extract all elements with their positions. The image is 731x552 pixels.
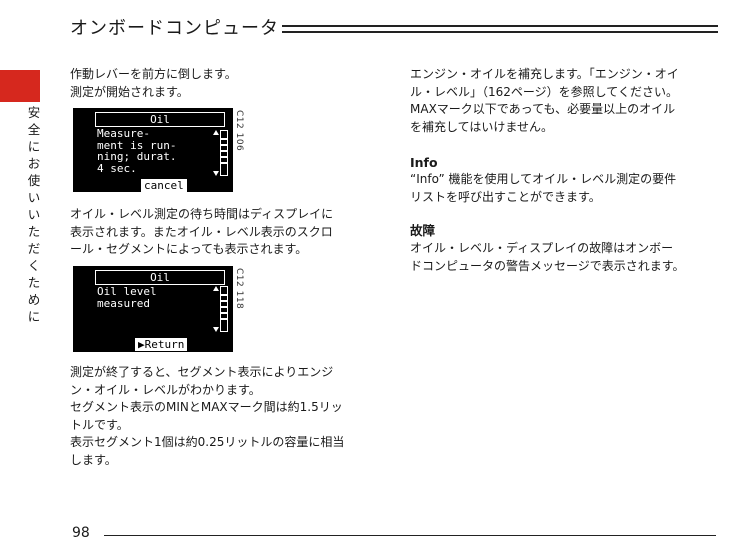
- gauge-frame: [220, 286, 228, 332]
- text-line: セグメント表示のMINとMAXマーク間は約1.5リッ: [70, 400, 343, 414]
- section-tab-char: 使: [27, 173, 41, 188]
- text-line: ドコンピュータの警告メッセージで表示されます。: [410, 258, 685, 273]
- text-line: ール・セグメントによっても表示されます。: [70, 242, 308, 256]
- paragraph-info: “Info” 機能を使用してオイル・レベル測定の要件 リストを呼び出すことができ…: [410, 171, 720, 206]
- section-tab-char: お: [27, 156, 41, 171]
- cancel-button[interactable]: cancel: [141, 179, 187, 192]
- section-tab-char: め: [27, 292, 41, 307]
- paragraph-add-oil: エンジン・オイルを補充します。「エンジン・オイ ル・レベル」（162ページ）を参…: [410, 66, 720, 136]
- section-tab-char: 全: [27, 122, 41, 137]
- paragraph-wait-time: オイル・レベル測定の待ち時間はディスプレイに 表示されます。またオイル・レベル表…: [70, 206, 380, 259]
- text-line: 表示セグメント1個は約0.25リットルの容量に相当: [70, 435, 345, 449]
- text-line: 測定が開始されます。: [70, 84, 189, 99]
- text-line: 作動レバーを前方に倒します。: [70, 67, 237, 81]
- section-tab-char: に: [27, 309, 41, 324]
- display-title: Oil: [95, 112, 225, 127]
- text-line: 表示されます。またオイル・レベル表示のスクロ: [70, 224, 333, 239]
- section-tab-marker: [0, 70, 40, 102]
- section-tab-char: に: [27, 139, 41, 154]
- gauge-segment: [221, 156, 227, 158]
- paragraph-start-measurement: 作動レバーを前方に倒します。 測定が開始されます。: [70, 66, 380, 101]
- gauge-segment: [221, 138, 227, 140]
- max-mark-icon: [213, 130, 219, 135]
- gauge-segment: [221, 300, 227, 302]
- text-line: オイル・レベル測定の待ち時間はディスプレイに: [70, 207, 334, 221]
- section-tab-char: た: [27, 224, 41, 239]
- text-line: ン・オイル・レベルがわかります。: [70, 382, 261, 397]
- section-tab-char: だ: [27, 241, 41, 256]
- gauge-frame: [220, 130, 228, 176]
- gauge-segment: [221, 162, 227, 164]
- text-line: 測定が終了すると、セグメント表示によりエンジ: [70, 365, 334, 379]
- figure-code: C12 118: [234, 268, 244, 310]
- display-screen-measuring: Oil Measure- ment is run- ning; durat. 4…: [73, 108, 233, 192]
- gauge-segment: [221, 312, 227, 314]
- footer-rule: [104, 535, 716, 536]
- section-tab-char: た: [27, 275, 41, 290]
- text-line: MAXマーク以下であっても、必要量以上のオイル: [410, 102, 676, 116]
- text-line: ル・レベル」（162ページ）を参照してください。: [410, 84, 678, 99]
- oil-level-gauge-icon: [213, 286, 228, 332]
- return-button[interactable]: ▶Return: [135, 338, 188, 351]
- section-tab-label: 安 全 に お 使 い い た だ く た め に: [26, 104, 42, 325]
- text-line: します。: [70, 452, 117, 467]
- display-message: Oil level measured: [97, 285, 157, 310]
- text-line: トルです。: [70, 417, 129, 432]
- min-mark-icon: [213, 171, 219, 176]
- section-tab-char: い: [27, 190, 41, 205]
- section-tab-char: い: [27, 207, 41, 222]
- text-line: エンジン・オイルを補充します。「エンジン・オイ: [410, 67, 679, 81]
- display-message: Measure- ment is run- ning; durat. 4 sec…: [97, 127, 177, 175]
- page-title: オンボードコンピュータ: [70, 18, 279, 39]
- text-line: “Info” 機能を使用してオイル・レベル測定の要件: [410, 172, 677, 186]
- display-title: Oil: [95, 270, 225, 285]
- header-rule: [282, 25, 718, 33]
- figure-code: C12 106: [234, 110, 244, 152]
- section-tab-char: く: [27, 258, 41, 273]
- max-mark-icon: [213, 286, 219, 291]
- text-line: オイル・レベル・ディスプレイの故障はオンボー: [410, 241, 674, 255]
- section-tab-char: 安: [27, 105, 41, 120]
- gauge-segment: [221, 150, 227, 152]
- info-heading: Info: [410, 155, 438, 170]
- gauge-segment: [221, 306, 227, 308]
- min-mark-icon: [213, 327, 219, 332]
- text-line: を補充してはいけません。: [410, 119, 554, 134]
- oil-level-gauge-icon: [213, 130, 228, 176]
- display-screen-measured: Oil Oil level measured ▶Return: [73, 266, 233, 352]
- gauge-segment: [221, 318, 227, 320]
- fault-heading: 故障: [410, 223, 436, 238]
- text-line: リストを呼び出すことができます。: [410, 189, 601, 204]
- page-number: 98: [72, 525, 90, 541]
- paragraph-fault: オイル・レベル・ディスプレイの故障はオンボー ドコンピュータの警告メッセージで表…: [410, 240, 720, 275]
- gauge-segment: [221, 294, 227, 296]
- paragraph-result: 測定が終了すると、セグメント表示によりエンジ ン・オイル・レベルがわかります。 …: [70, 364, 380, 469]
- gauge-segment: [221, 144, 227, 146]
